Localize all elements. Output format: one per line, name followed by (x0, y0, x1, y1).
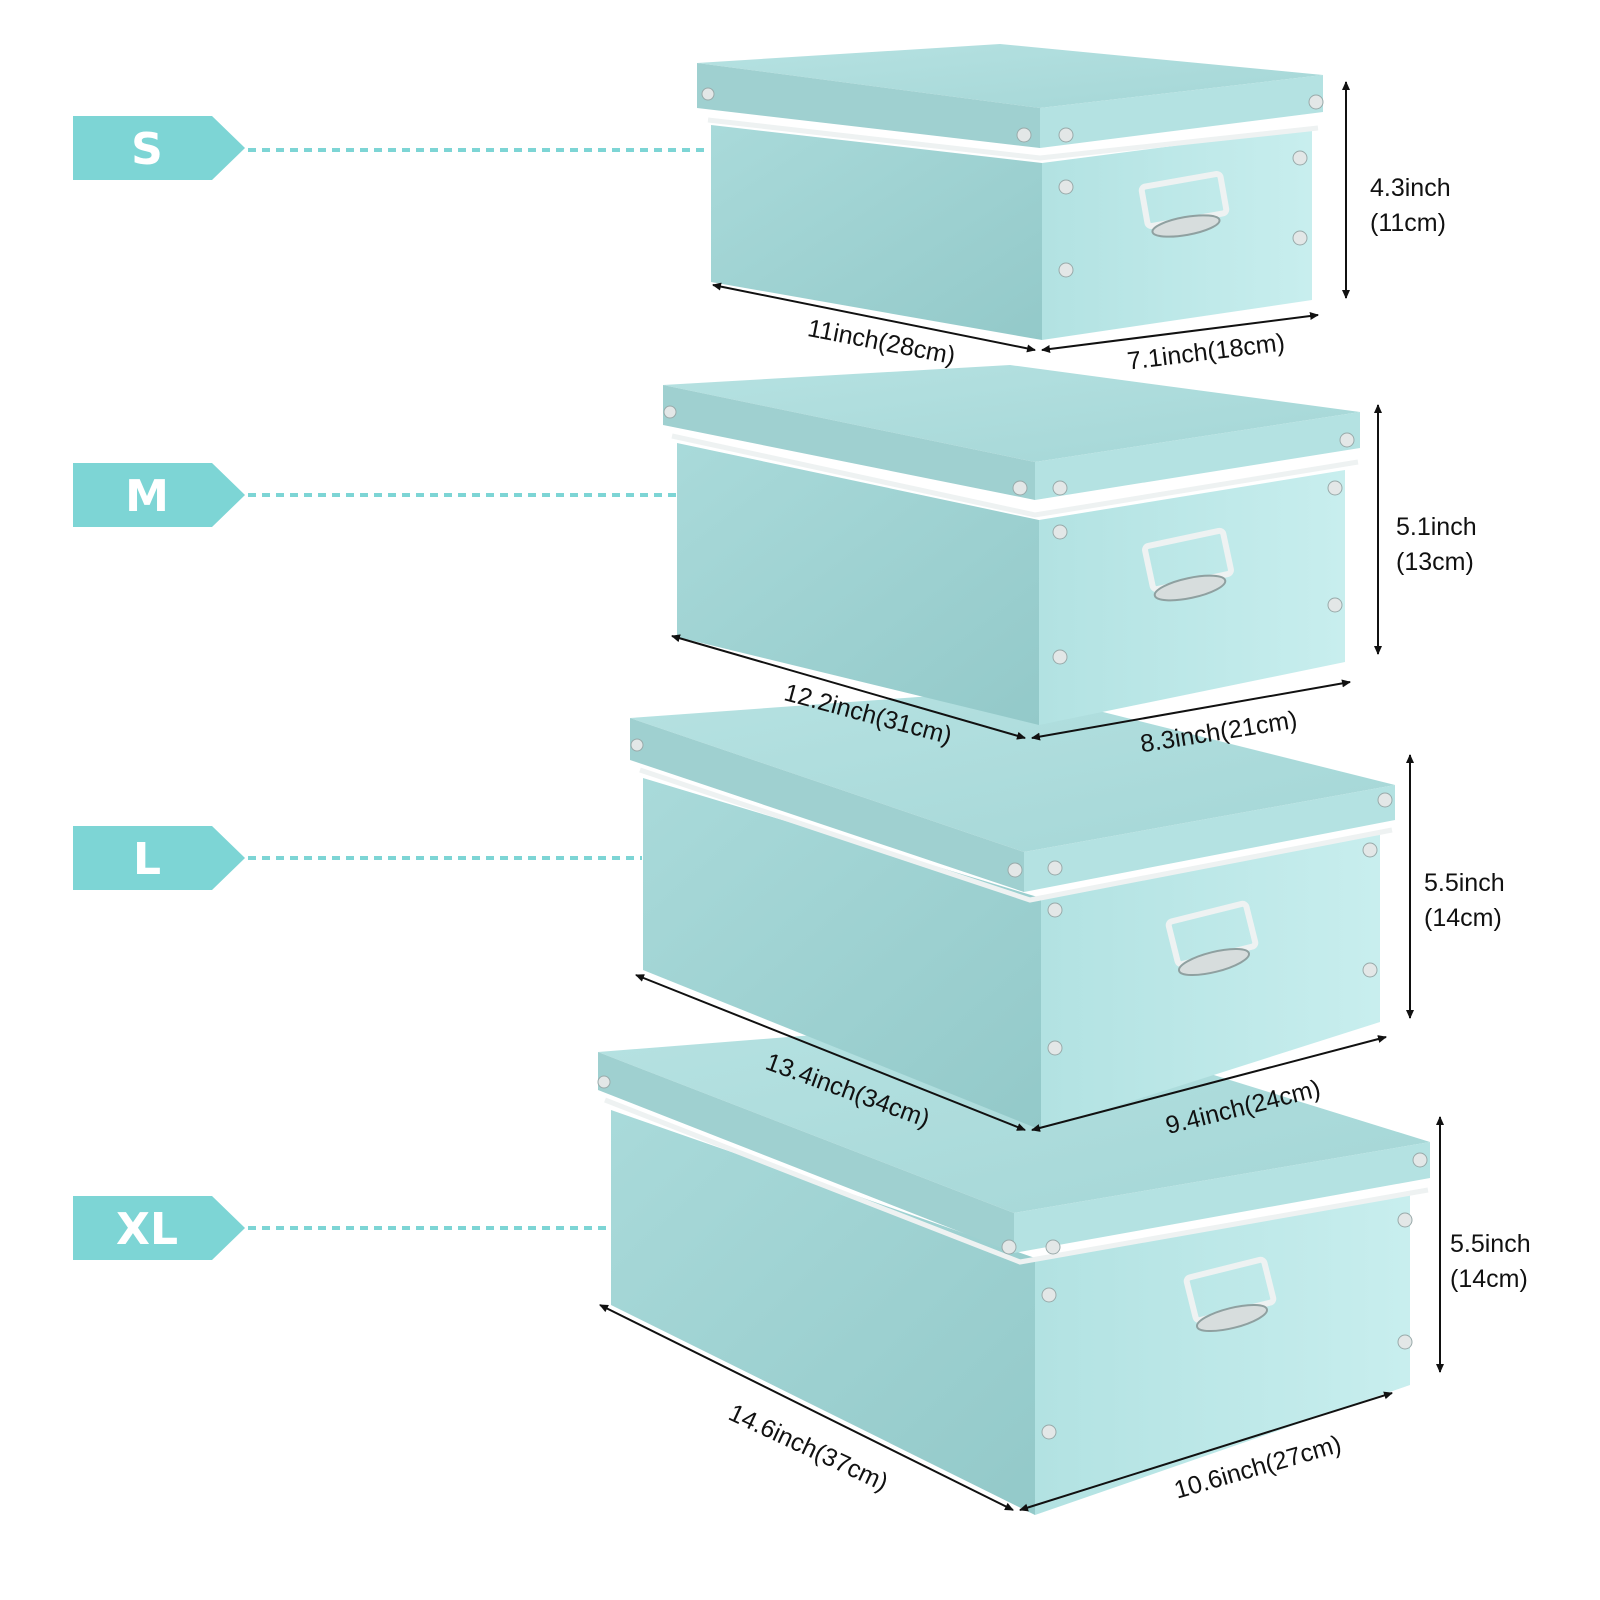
box-xl-rivet (1397, 1334, 1413, 1350)
box-m-rivet (1327, 597, 1343, 613)
box-m-rivet (1052, 649, 1068, 665)
box-l-lid-side (1024, 785, 1395, 892)
length-arrow (599, 1304, 1014, 1511)
box-l-lid-front (630, 718, 1024, 892)
tag-shape (73, 826, 245, 890)
box-s-rivet (1308, 94, 1324, 110)
length-arrow (671, 634, 1026, 740)
box-m (663, 365, 1360, 725)
length-arrow (712, 282, 1036, 353)
box-s-rivet (1058, 179, 1074, 195)
box-l-rivet (1047, 902, 1063, 918)
height-inch-label: 5.5inch (1424, 869, 1505, 897)
width-arrow (1019, 1391, 1393, 1512)
tag-label: M (125, 471, 169, 522)
box-xl-rivet (1001, 1239, 1017, 1255)
box-s-rivet (1292, 150, 1308, 166)
height-cm-label: (13cm) (1396, 548, 1474, 576)
box-xl-metal-rim (604, 1097, 1429, 1265)
box-m-rivet (663, 405, 677, 419)
box-l-rivet (1377, 792, 1393, 808)
box-s-lid-front (697, 63, 1040, 148)
height-inch-label: 5.5inch (1450, 1230, 1531, 1258)
box-xl-rivet (1045, 1239, 1061, 1255)
box-m-metal-rim (671, 433, 1359, 518)
box-l-metal-rim (639, 767, 1393, 903)
tag-label: L (133, 834, 161, 885)
width-arrow (1031, 679, 1351, 741)
box-xl-handle (1183, 1256, 1277, 1333)
height-cm-label: (14cm) (1450, 1265, 1528, 1293)
box-s-rivet (1058, 262, 1074, 278)
tag-shape (73, 1196, 245, 1260)
box-xl-lid-side (1014, 1142, 1430, 1253)
box-s-metal-rim (707, 117, 1319, 161)
size-tag-s: S (73, 116, 708, 180)
box-s-rivet (1292, 230, 1308, 246)
length-label: 11inch(28cm) (805, 314, 957, 370)
box-s (697, 44, 1324, 340)
box-s-lid-top (697, 44, 1323, 108)
height-cm-label: (14cm) (1424, 904, 1502, 932)
box-l-rivet (1362, 842, 1378, 858)
size-tag-l: L (73, 826, 642, 890)
box-s-rivet (701, 87, 715, 101)
box-m-rivet (1339, 432, 1355, 448)
size-tag-m: M (73, 463, 676, 527)
height-inch-label: 4.3inch (1370, 174, 1451, 202)
height-inch-label: 5.1inch (1396, 513, 1477, 541)
box-l-rivet (630, 738, 644, 752)
length-arrow (635, 974, 1026, 1131)
box-m-rivet (1052, 480, 1068, 496)
tag-shape (73, 116, 245, 180)
box-l-rivet (1047, 860, 1063, 876)
width-arrow (1041, 312, 1319, 353)
box-m-rivet (1012, 480, 1028, 496)
box-xl-rivet (1397, 1212, 1413, 1228)
box-s-lid-side (1040, 75, 1323, 148)
box-l-handle (1165, 900, 1259, 977)
height-cm-label: (11cm) (1370, 209, 1446, 237)
box-xl-rivet (1041, 1287, 1057, 1303)
box-m-rivet (1327, 480, 1343, 496)
box-s-handle (1138, 170, 1230, 238)
box-m-handle (1142, 527, 1234, 602)
box-s-front (711, 125, 1042, 340)
tag-label: S (131, 124, 163, 175)
box-xl-rivet (597, 1075, 611, 1089)
box-m-lid-front (663, 385, 1035, 500)
size-tag-xl: XL (73, 1196, 610, 1260)
box-l-rivet (1362, 962, 1378, 978)
box-m-lid-side (1035, 412, 1360, 500)
tag-label: XL (116, 1204, 178, 1255)
tag-shape (73, 463, 245, 527)
box-l-rivet (1007, 862, 1023, 878)
box-s-rivet (1016, 127, 1032, 143)
box-m-lid-top (663, 365, 1360, 462)
box-m-rivet (1052, 524, 1068, 540)
box-xl-rivet (1412, 1152, 1428, 1168)
box-l-rivet (1047, 1040, 1063, 1056)
box-xl-rivet (1041, 1424, 1057, 1440)
width-arrow (1031, 1035, 1387, 1132)
box-s-rivet (1058, 127, 1074, 143)
